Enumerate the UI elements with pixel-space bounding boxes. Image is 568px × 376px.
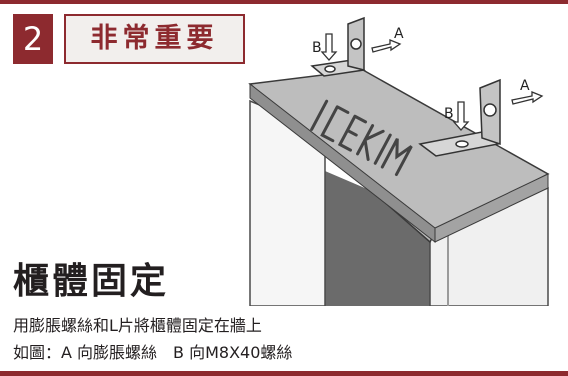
step-number-badge: 2 — [13, 14, 53, 64]
left-a-label: A — [394, 26, 404, 42]
brand-logo — [310, 99, 413, 177]
instruction-line-1: 用膨脹螺絲和L片將櫃體固定在牆上 — [13, 316, 262, 335]
importance-heading: 非常重要 — [64, 14, 245, 64]
left-l-bracket — [310, 16, 366, 77]
right-right-arrow — [511, 91, 544, 105]
section-title: 櫃體固定 — [13, 261, 170, 302]
left-b-label: B — [312, 40, 322, 56]
bottom-rule — [0, 371, 568, 376]
left-right-arrow — [371, 39, 402, 53]
cabinet-top-side-edge — [434, 173, 549, 243]
right-b-label: B — [444, 106, 454, 122]
right-l-bracket — [418, 78, 501, 157]
top-rule — [0, 0, 568, 4]
right-a-label: A — [520, 78, 530, 94]
instruction-line-2: 如圖：A 向膨脹螺絲 B 向M8X40螺絲 — [13, 343, 293, 362]
right-down-arrow — [452, 101, 470, 131]
cabinet-installation-illustration: B A B A — [248, 16, 550, 306]
left-down-arrow — [320, 33, 338, 61]
